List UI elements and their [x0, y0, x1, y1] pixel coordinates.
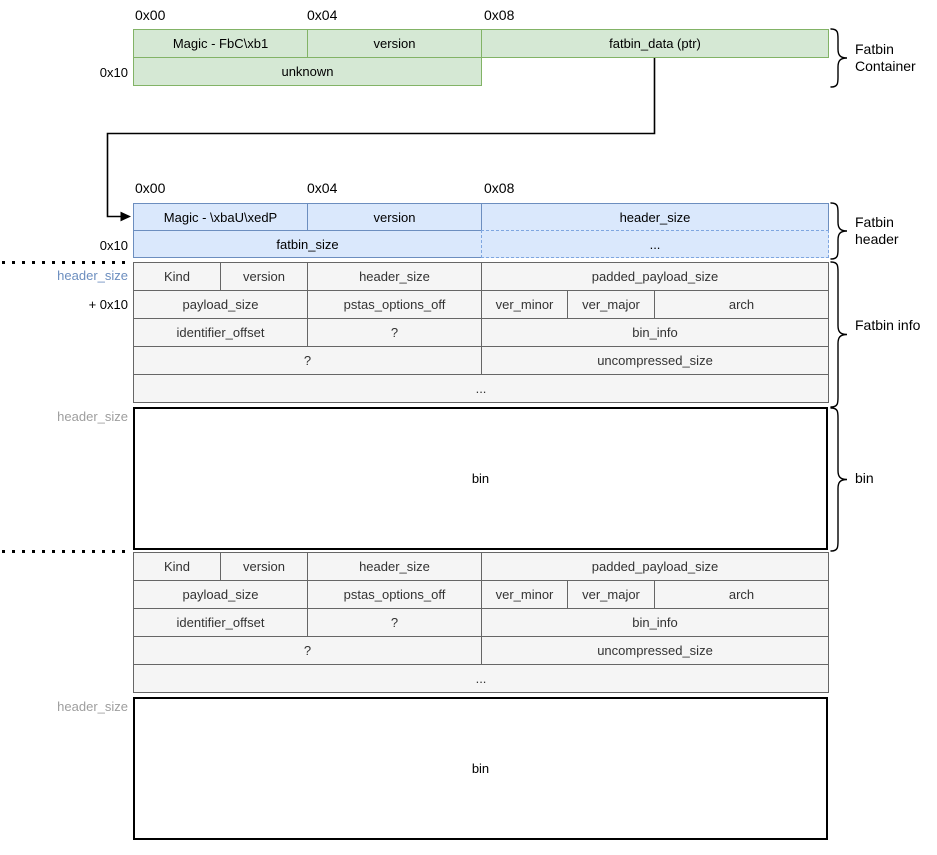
memory-cell: header_size — [307, 262, 482, 291]
offset-label-0x04: 0x04 — [307, 180, 338, 196]
header-size-offset-label-gray: header_size — [57, 409, 128, 424]
brace-label-bin: bin — [855, 470, 874, 486]
memory-row: ... — [133, 664, 829, 693]
memory-row: unknown — [133, 57, 829, 86]
memory-cell: ver_minor — [481, 580, 568, 609]
memory-cell: version — [220, 262, 308, 291]
memory-cell: payload_size — [133, 580, 308, 609]
dotted-separator-2 — [2, 550, 131, 553]
memory-cell: Magic - \xbaU\xedP — [133, 203, 308, 231]
offset-label-0x00: 0x00 — [135, 7, 166, 23]
memory-cell: payload_size — [133, 290, 308, 319]
memory-cell: padded_payload_size — [481, 552, 829, 581]
memory-cell: ... — [133, 374, 829, 403]
memory-cell: version — [307, 29, 482, 58]
memory-cell: uncompressed_size — [481, 346, 829, 375]
memory-cell: ? — [133, 346, 482, 375]
memory-cell: uncompressed_size — [481, 636, 829, 665]
memory-cell: identifier_offset — [133, 318, 308, 347]
bin-box-1: bin — [133, 407, 828, 550]
memory-cell: ... — [133, 664, 829, 693]
memory-row: identifier_offset?bin_info — [133, 608, 829, 637]
offset-label-0x00: 0x00 — [135, 180, 166, 196]
memory-cell: identifier_offset — [133, 608, 308, 637]
memory-row: ... — [133, 374, 829, 403]
memory-cell: unknown — [133, 57, 482, 86]
row-offset-label-0x10: 0x10 — [99, 238, 128, 253]
memory-row: ?uncompressed_size — [133, 346, 829, 375]
memory-row: ?uncompressed_size — [133, 636, 829, 665]
memory-cell: fatbin_size — [133, 230, 482, 258]
memory-cell: ... — [481, 230, 829, 258]
memory-cell: Magic - FbC\xb1 — [133, 29, 308, 58]
plus-0x10-offset-label: + 0x10 — [88, 297, 128, 312]
brace-fatbin-container — [830, 28, 848, 88]
header-size-offset-label-gray: header_size — [57, 699, 128, 714]
brace-fatbin-info — [830, 261, 848, 408]
header-size-offset-label: header_size — [57, 268, 128, 283]
memory-cell: arch — [654, 580, 829, 609]
offset-label-0x08: 0x08 — [484, 7, 515, 23]
memory-row: fatbin_size... — [133, 230, 829, 258]
memory-cell: Kind — [133, 552, 221, 581]
memory-cell: ver_minor — [481, 290, 568, 319]
bin-box-2: bin — [133, 697, 828, 840]
memory-cell: bin_info — [481, 608, 829, 637]
memory-cell: Kind — [133, 262, 221, 291]
memory-cell: padded_payload_size — [481, 262, 829, 291]
bin-label: bin — [471, 761, 490, 776]
memory-cell: ver_major — [567, 580, 655, 609]
memory-cell: version — [220, 552, 308, 581]
offset-label-0x08: 0x08 — [484, 180, 515, 196]
memory-cell: ? — [307, 318, 482, 347]
brace-fatbin-header — [830, 202, 848, 260]
offset-label-0x04: 0x04 — [307, 7, 338, 23]
dotted-separator-1 — [2, 261, 131, 264]
memory-cell: pstas_options_off — [307, 580, 482, 609]
memory-cell: version — [307, 203, 482, 231]
memory-row: identifier_offset?bin_info — [133, 318, 829, 347]
memory-cell: ? — [133, 636, 482, 665]
memory-cell: arch — [654, 290, 829, 319]
brace-label-fatbin-header: Fatbin header — [855, 214, 899, 247]
brace-bin — [830, 407, 848, 552]
memory-cell: header_size — [481, 203, 829, 231]
memory-cell: ver_major — [567, 290, 655, 319]
memory-cell: fatbin_data (ptr) — [481, 29, 829, 58]
memory-cell: ? — [307, 608, 482, 637]
memory-cell: pstas_options_off — [307, 290, 482, 319]
bin-label: bin — [471, 471, 490, 486]
memory-cell: bin_info — [481, 318, 829, 347]
row-offset-label-0x10: 0x10 — [99, 65, 128, 80]
brace-label-fatbin-container: Fatbin Container — [855, 41, 916, 74]
memory-cell: header_size — [307, 552, 482, 581]
brace-label-fatbin-info: Fatbin info — [855, 317, 921, 333]
